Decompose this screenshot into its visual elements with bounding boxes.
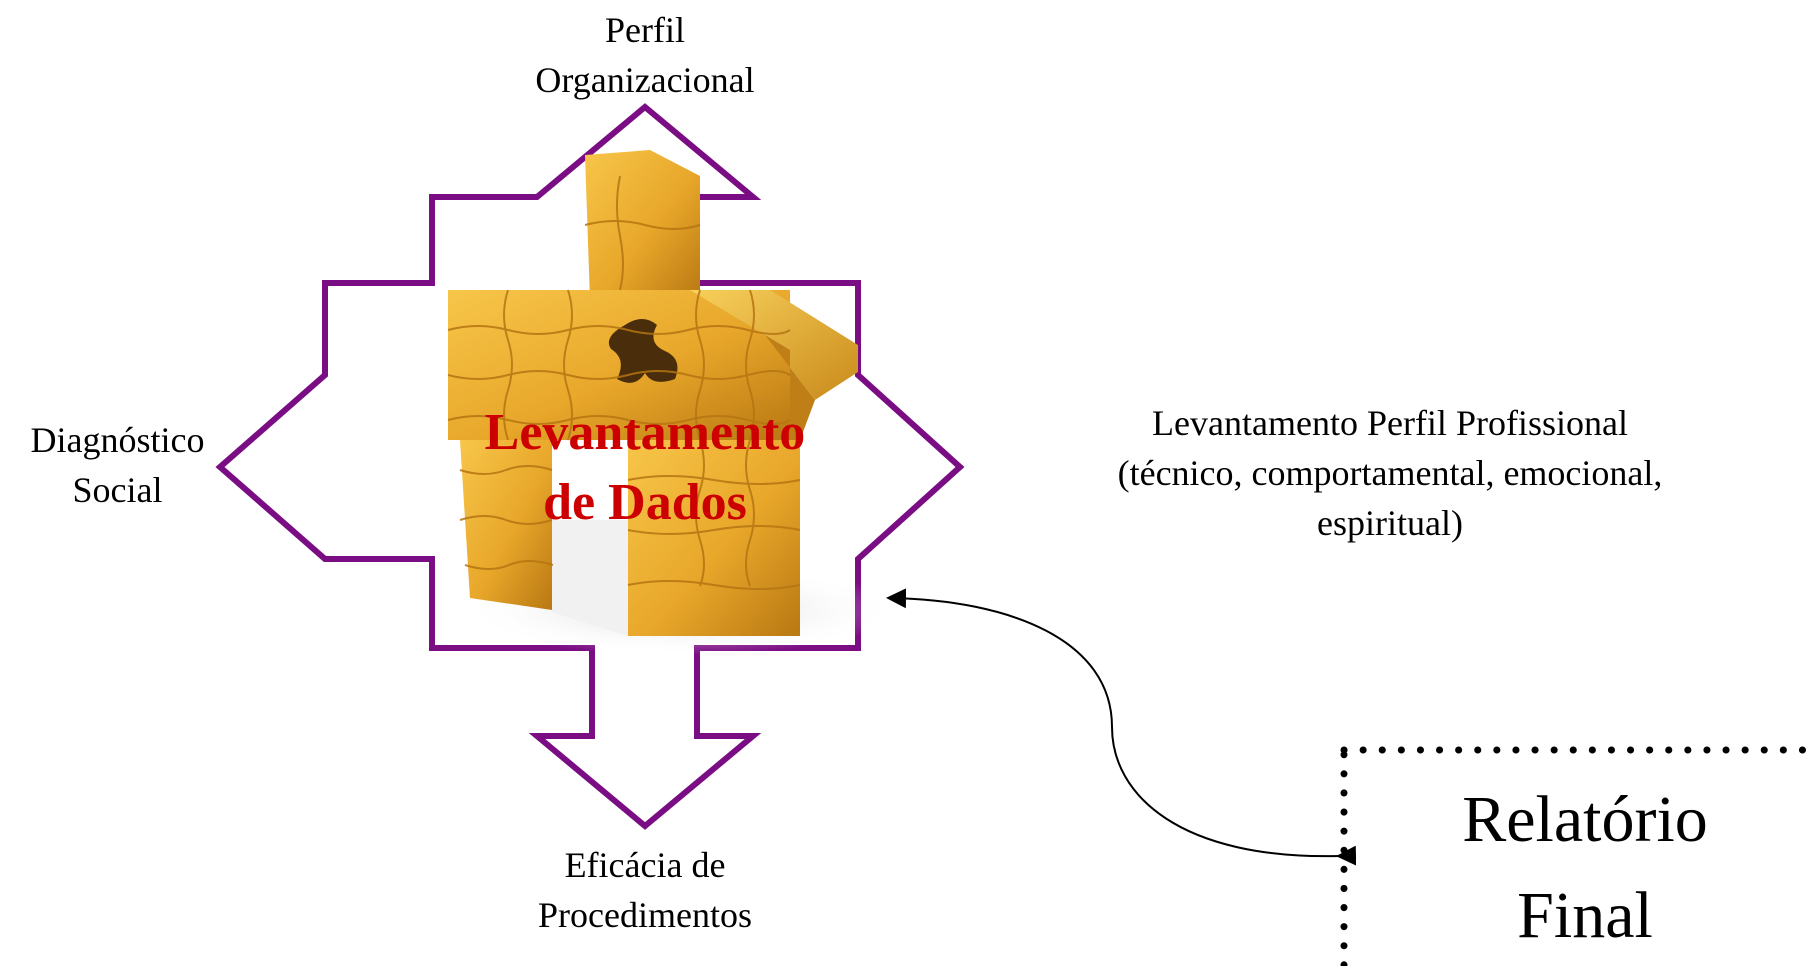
puzzle-house-icon xyxy=(447,150,900,655)
bottom-label-line2: Procedimentos xyxy=(538,895,752,935)
final-report-line1: Relatório xyxy=(1462,783,1708,856)
center-title: Levantamento de Dados xyxy=(445,398,845,538)
right-label-line2: (técnico, comportamental, emocional, xyxy=(1117,453,1663,493)
final-report-line2: Final xyxy=(1517,879,1653,952)
bottom-label: Eficácia de Procedimentos xyxy=(505,840,785,940)
top-label: Perfil Organizacional xyxy=(505,5,785,105)
connector-arrow xyxy=(886,588,1357,866)
top-label-line1: Perfil xyxy=(605,10,685,50)
right-label-line1: Levantamento Perfil Profissional xyxy=(1152,403,1628,443)
bottom-label-line1: Eficácia de xyxy=(564,845,726,885)
center-title-line1: Levantamento xyxy=(484,404,806,461)
right-label-line3: espiritual) xyxy=(1317,503,1463,543)
left-label-line2: Social xyxy=(72,470,163,510)
left-label: Diagnóstico Social xyxy=(0,415,235,515)
right-label: Levantamento Perfil Profissional (técnic… xyxy=(1060,398,1720,548)
center-title-line2: de Dados xyxy=(543,474,747,531)
left-label-line1: Diagnóstico xyxy=(30,420,205,460)
top-label-line2: Organizacional xyxy=(535,60,755,100)
final-report-label: Relatório Final xyxy=(1340,772,1807,964)
